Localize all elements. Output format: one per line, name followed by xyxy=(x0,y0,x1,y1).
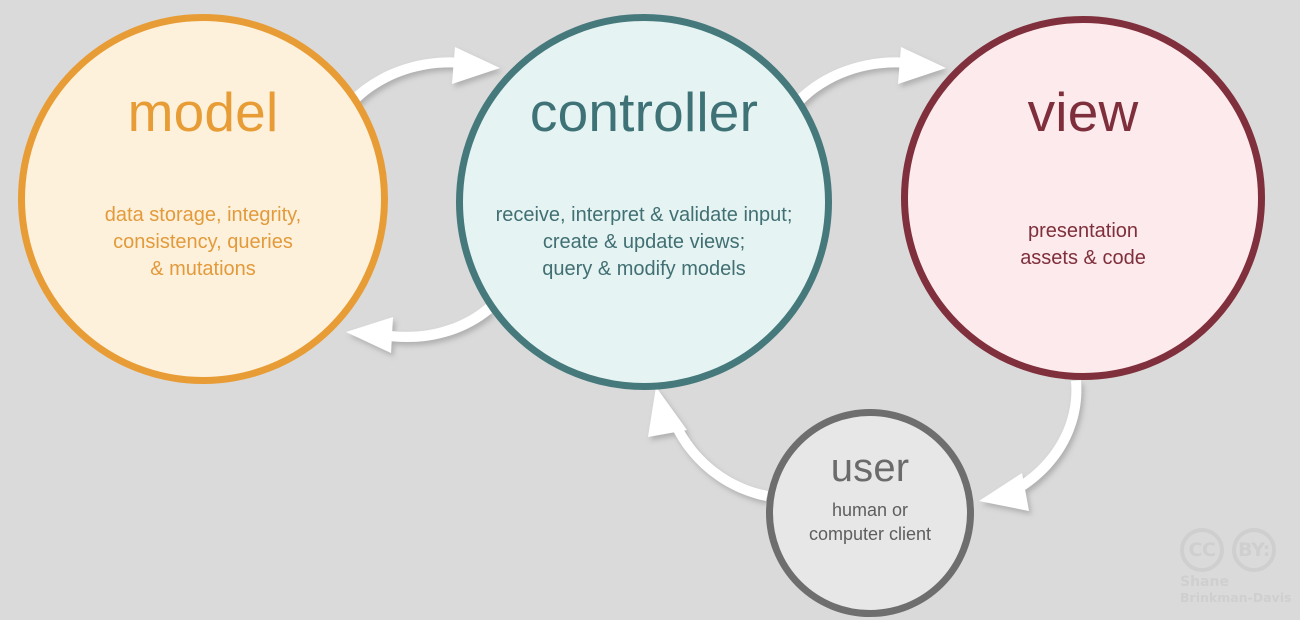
attribution-by-icon: BY: xyxy=(1232,528,1276,572)
arrow-controller-to-view xyxy=(790,47,946,110)
node-user-title: user xyxy=(830,446,910,490)
node-model-description: data storage, integrity, consistency, qu… xyxy=(104,204,302,280)
node-controller-description: receive, interpret & validate input; cre… xyxy=(495,204,793,280)
node-model-title: model xyxy=(127,81,279,143)
node-controller-title: controller xyxy=(529,81,759,143)
node-view-title: view xyxy=(1027,81,1139,143)
creative-commons-icon: CC xyxy=(1180,528,1224,572)
node-user[interactable]: user human or computer client xyxy=(766,409,974,617)
creative-commons-badge: CC BY: Shane Brinkman-Davis xyxy=(1176,528,1292,605)
arrow-controller-to-model xyxy=(346,304,492,353)
arrow-model-to-controller xyxy=(344,47,500,110)
author-name-line2: Brinkman-Davis xyxy=(1180,589,1292,605)
node-controller[interactable]: controller receive, interpret & validate… xyxy=(456,14,832,390)
node-view[interactable]: view presentation assets & code xyxy=(901,16,1265,380)
node-model[interactable]: model data storage, integrity, consisten… xyxy=(18,14,388,384)
arrow-view-to-user xyxy=(979,380,1082,511)
node-user-description: human or computer client xyxy=(808,500,932,545)
node-view-description: presentation assets & code xyxy=(1020,220,1146,269)
author-attribution: Shane Brinkman-Davis xyxy=(1180,574,1292,605)
cc-badge-icons: CC BY: xyxy=(1180,528,1292,572)
arrow-user-to-controller xyxy=(648,387,768,501)
author-name-line1: Shane xyxy=(1180,574,1229,590)
